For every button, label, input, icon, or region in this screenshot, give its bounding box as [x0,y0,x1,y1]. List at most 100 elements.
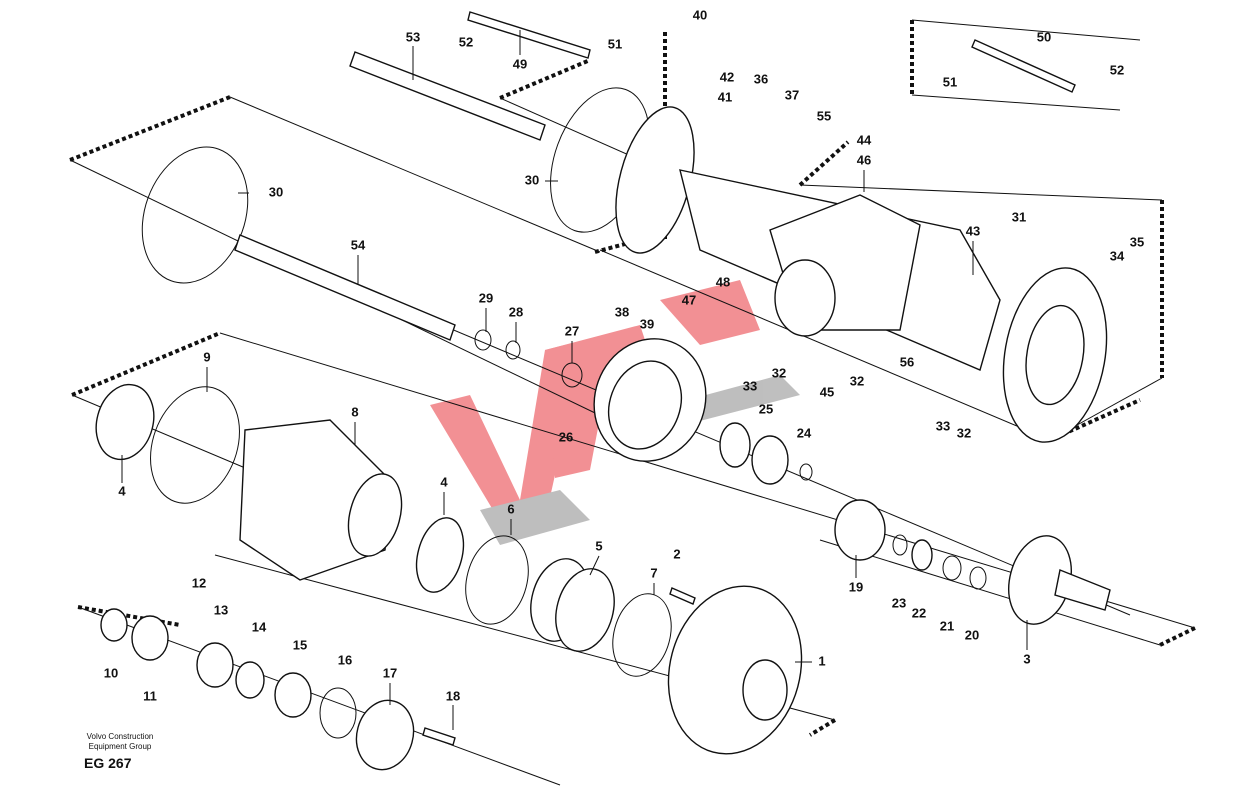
publisher-footer: Volvo Construction Equipment Group EG 26… [70,732,170,771]
circlip-29 [474,329,492,351]
washer-24 [799,463,813,481]
label-51: 51 [608,36,622,51]
label-10: 10 [104,665,118,680]
brake-assembly-26 [593,338,707,462]
label-8: 8 [351,404,358,419]
label-45: 45 [820,384,834,399]
bolt-18 [422,727,456,746]
label-25: 25 [759,401,773,416]
output-shaft-3 [1008,535,1111,625]
label-42: 42 [720,69,734,84]
nut-15 [274,672,312,718]
label-30b: 30 [525,172,539,187]
label-4b: 4 [440,474,448,489]
cover-17 [355,699,415,771]
axle-housing [615,106,1108,443]
label-49: 49 [513,56,527,71]
group-code: EG 267 [84,755,132,771]
label-17: 17 [383,665,397,680]
label-36: 36 [754,71,768,86]
label-50: 50 [1037,29,1051,44]
label-28: 28 [509,304,523,319]
leader-lines [121,30,1028,730]
label-1: 1 [818,653,825,668]
label-44: 44 [857,132,872,147]
bolt-2 [669,587,696,605]
label-48: 48 [716,274,730,289]
label-52: 52 [459,34,473,49]
wheel-hub-1 [667,585,803,755]
label-32: 32 [772,365,786,380]
label-9: 9 [203,349,210,364]
ring-11 [131,615,169,661]
bearing-4-right [415,517,465,593]
label-12: 12 [192,575,206,590]
label-55: 55 [817,108,831,123]
seal-ring-30-left [141,146,249,284]
label-22: 22 [912,605,926,620]
label-13: 13 [214,602,228,617]
label-21: 21 [940,618,954,633]
o-ring-16 [319,687,357,739]
pin-50 [971,39,1076,93]
label-3: 3 [1023,651,1030,666]
pin-49 [467,11,591,59]
label-2: 2 [673,546,680,561]
label-40: 40 [693,7,707,22]
label-29: 29 [479,290,493,305]
label-34: 34 [1110,248,1125,263]
label-15: 15 [293,637,307,652]
parts [95,11,1111,771]
publisher-line-1: Volvo Construction [86,732,154,741]
label-5: 5 [595,538,602,553]
label-7: 7 [650,565,657,580]
label-56: 56 [900,354,914,369]
circlip-20 [969,566,987,590]
label-35: 35 [1130,234,1144,249]
label-37: 37 [785,87,799,102]
label-54: 54 [351,237,366,252]
nut-13 [196,642,234,688]
washer-21 [942,555,962,581]
label-33b: 33 [936,418,950,433]
bearing-22 [911,539,933,571]
ring-5b [555,568,615,652]
label-27: 27 [565,323,579,338]
circlip-28 [505,340,521,360]
label-52b: 52 [1110,62,1124,77]
label-20: 20 [965,627,979,642]
publisher-line-2: Equipment Group [88,742,152,751]
label-24: 24 [797,425,812,440]
label-43: 43 [966,223,980,238]
ring-23 [892,534,908,556]
label-31: 31 [1012,209,1026,224]
bearing-4-left [95,383,155,461]
label-46: 46 [857,152,871,167]
label-18: 18 [446,688,460,703]
label-23: 23 [892,595,906,610]
label-53: 53 [406,29,420,44]
label-32c: 32 [957,425,971,440]
washer-10 [100,608,128,642]
label-51b: 51 [943,74,957,89]
gear-19 [834,499,886,561]
part-labels: 53 52 49 40 51 42 41 36 37 55 44 46 50 5… [104,7,1144,703]
label-32b: 32 [850,373,864,388]
label-6: 6 [507,501,514,516]
label-14: 14 [252,619,267,634]
drive-shaft-54 [234,234,456,341]
label-19: 19 [849,579,863,594]
washer-14 [235,661,265,699]
o-ring-6 [465,535,529,625]
wheel-hub-carrier-8 [239,419,403,581]
label-47: 47 [682,292,696,307]
snap-ring-9 [150,386,240,504]
label-16: 16 [338,652,352,667]
label-39: 39 [640,316,654,331]
label-41: 41 [718,89,732,104]
drive-shaft-53 [349,51,546,141]
label-11: 11 [143,688,157,703]
gears-25 [719,422,789,485]
label-33: 33 [743,378,757,393]
